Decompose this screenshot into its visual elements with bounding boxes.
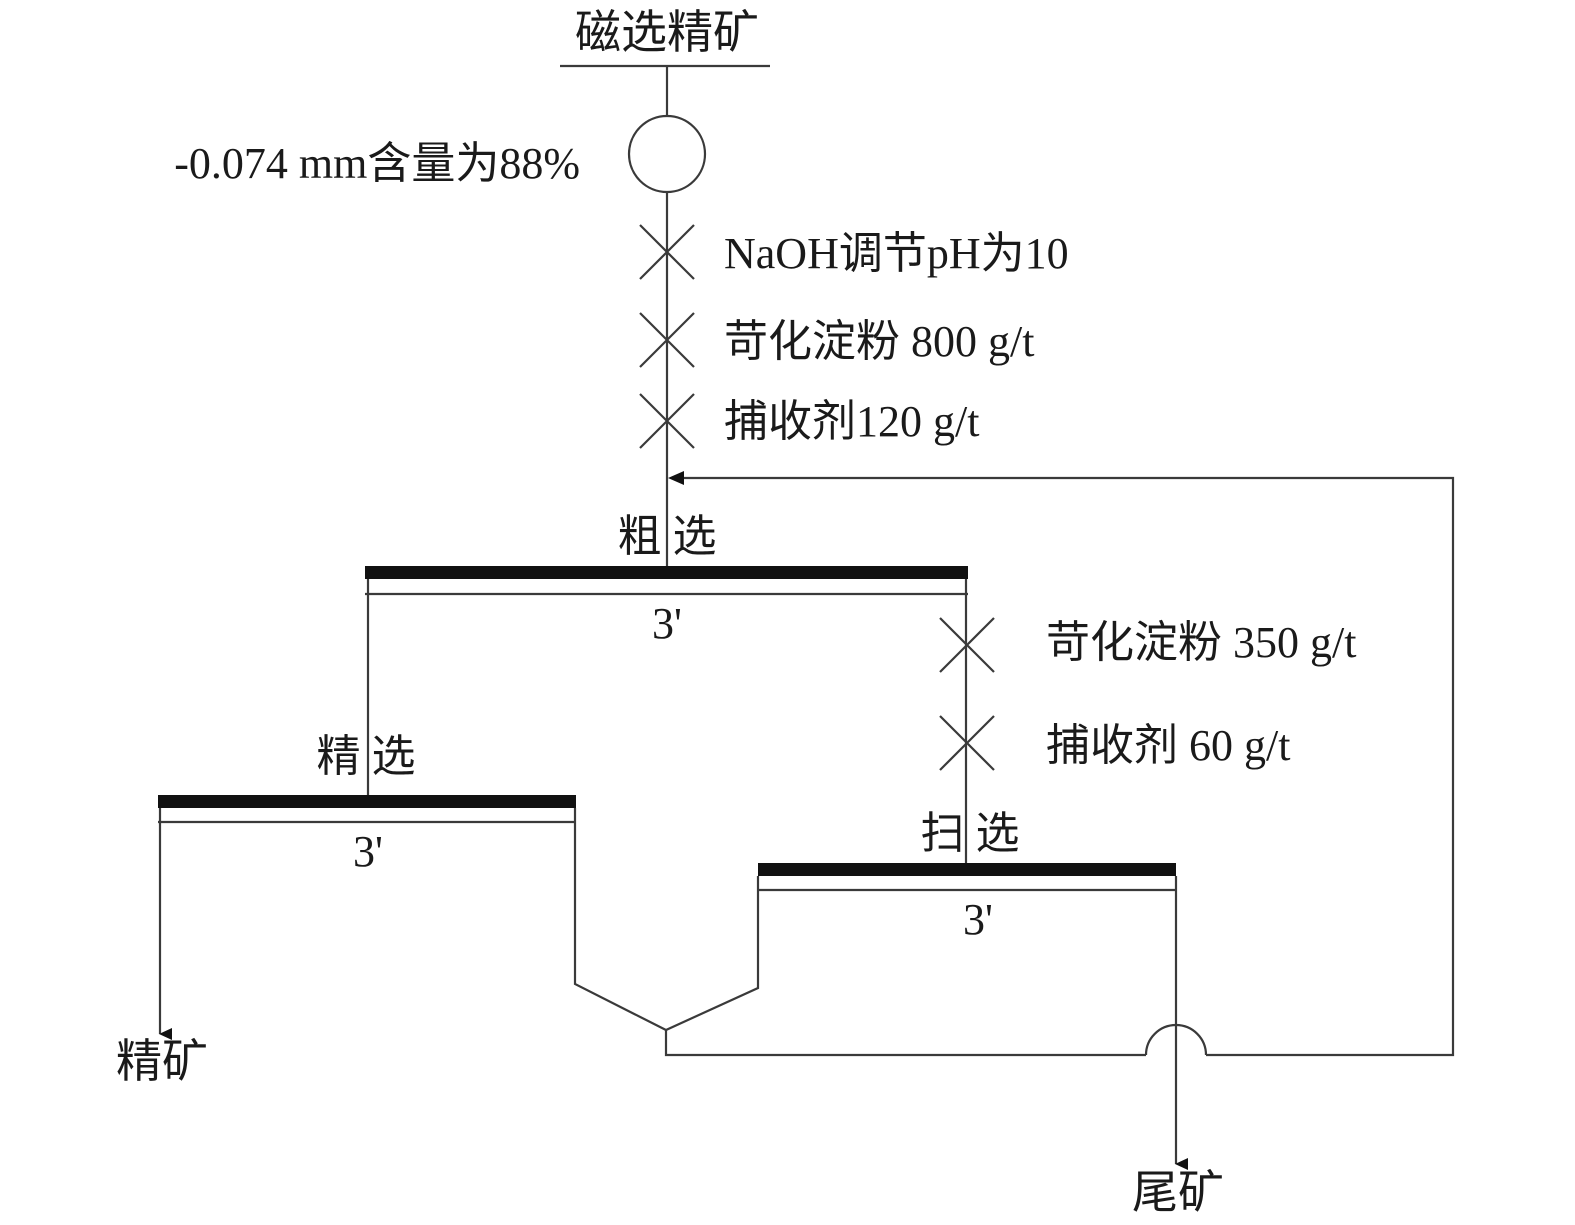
reagent-cross-collector-scavenger: [939, 715, 995, 771]
cleaner-time: 3': [353, 827, 383, 876]
reagent-label-starch-scavenger: 苛化淀粉 350 g/t: [1046, 618, 1356, 667]
reagent-label-collector-scavenger: 捕收剂 60 g/t: [1046, 721, 1290, 770]
rougher-label: 粗 选: [618, 512, 717, 561]
concentrate-label: 精矿: [116, 1036, 208, 1087]
scavenger-label: 扫 选: [921, 809, 1020, 858]
reagent-label-starch-rougher: 苛化淀粉 800 g/t: [724, 317, 1034, 366]
cleaner-bar: [158, 795, 576, 808]
feed-label: 磁选精矿: [575, 7, 759, 58]
reagent-label-naoh: NaOH调节pH为10: [724, 229, 1069, 278]
scavenger-time: 3': [963, 895, 993, 944]
tailings-label: 尾矿: [1132, 1167, 1224, 1218]
reagent-cross-collector-rougher: [639, 393, 695, 449]
middlings-return-line-2: [683, 476, 1455, 1057]
middlings-return-line: [664, 1030, 1146, 1057]
grinding-circle: [627, 114, 707, 194]
reagent-label-collector-rougher: 捕收剂120 g/t: [724, 397, 979, 446]
grinding-label: -0.074 mm含量为88%: [174, 139, 580, 188]
scavenger-bar: [758, 863, 1176, 876]
rougher-bar: [365, 566, 968, 579]
cleaner-label: 精 选: [317, 732, 416, 781]
middlings-merge: [573, 808, 760, 1032]
return-arrowhead: [668, 471, 684, 485]
reagent-cross-starch-scavenger: [939, 617, 995, 673]
reagent-cross-naoh: [639, 224, 695, 280]
rougher-time: 3': [652, 599, 682, 648]
reagent-cross-starch-rougher: [639, 312, 695, 368]
